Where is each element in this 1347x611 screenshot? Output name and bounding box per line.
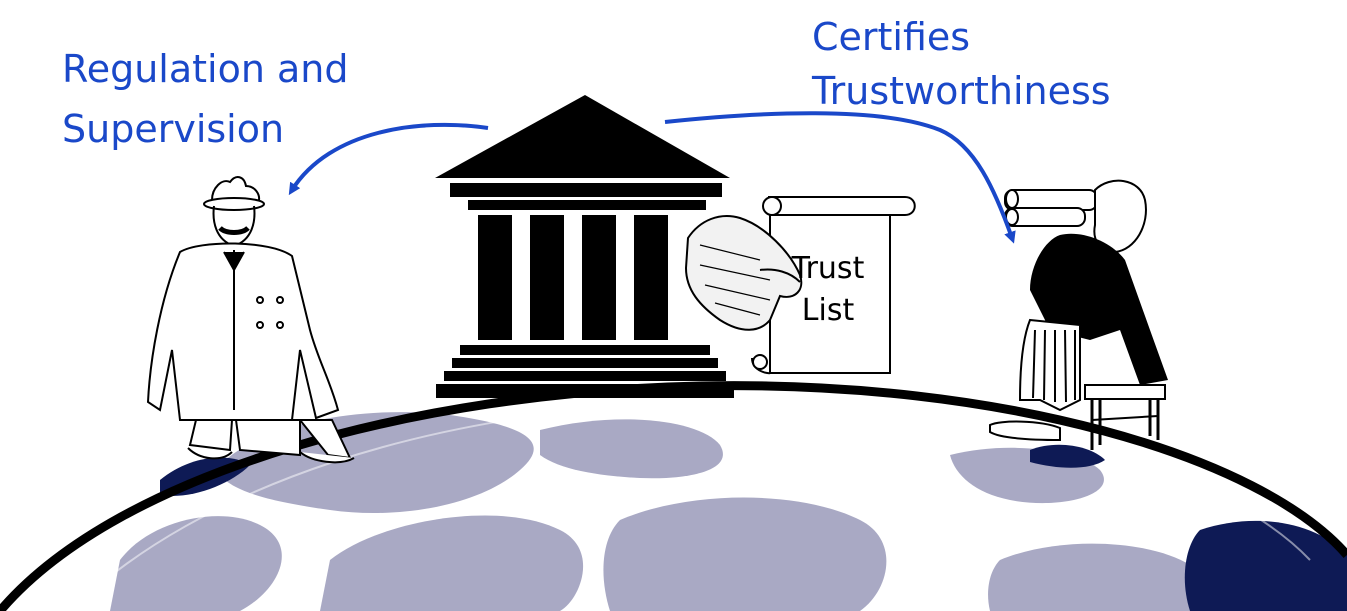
certifies-arrow (664, 111, 1016, 244)
regulation-arrow (288, 122, 489, 196)
man-with-binoculars-icon (989, 179, 1168, 450)
scroll-icon (751, 196, 916, 375)
regulation-label-line2: Supervision (62, 107, 285, 151)
regulation-label-line1: Regulation and (62, 47, 349, 91)
certifies-label-line2: Trustworthiness (812, 69, 1111, 113)
hand-icon (684, 215, 803, 331)
certifies-label-line1: Certifies (812, 15, 971, 59)
man-with-hat-icon (146, 176, 355, 464)
trust-list-label-line1: Trust (791, 251, 865, 286)
trust-list-label-line2: List (801, 293, 855, 328)
bank-building-icon (435, 95, 734, 398)
